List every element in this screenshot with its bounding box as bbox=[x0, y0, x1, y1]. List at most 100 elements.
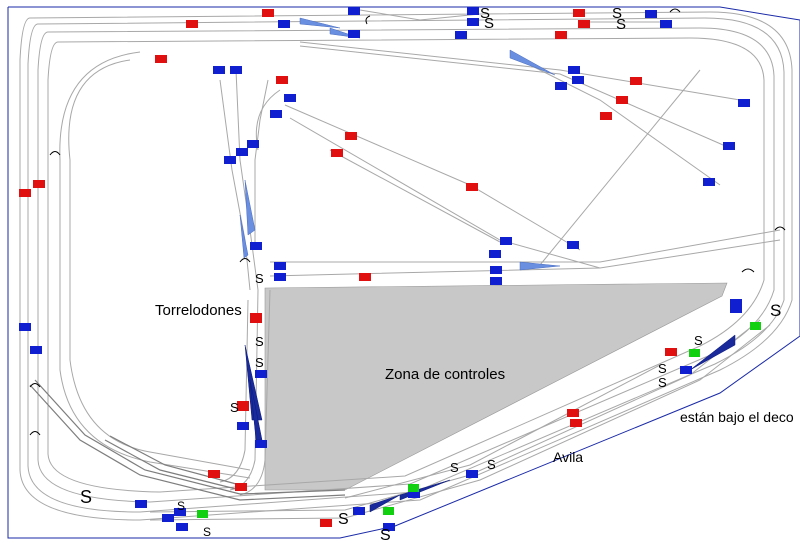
block-red bbox=[555, 31, 567, 39]
block-blue bbox=[224, 156, 236, 164]
control-zone-label: Zona de controles bbox=[385, 366, 506, 383]
block-red bbox=[276, 76, 288, 84]
signal-letter: S bbox=[694, 333, 703, 348]
block-blue bbox=[660, 20, 672, 28]
block-red bbox=[235, 483, 247, 491]
block-blue bbox=[408, 490, 420, 498]
block-blue bbox=[555, 82, 567, 90]
block-blue bbox=[278, 20, 290, 28]
block-blue bbox=[274, 262, 286, 270]
block-blue bbox=[247, 140, 259, 148]
signal-letter: S bbox=[380, 527, 391, 544]
signal-letter: S bbox=[450, 460, 459, 475]
block-blue bbox=[572, 76, 584, 84]
block-blue bbox=[135, 500, 147, 508]
block-blue bbox=[738, 99, 750, 107]
block-blue bbox=[730, 299, 742, 313]
block-red bbox=[19, 189, 31, 197]
track-sidings bbox=[219, 9, 781, 291]
turnouts-light bbox=[239, 17, 561, 271]
block-blue bbox=[455, 31, 467, 39]
signal-letter: S bbox=[203, 525, 211, 539]
signal-letter: S bbox=[177, 499, 185, 513]
block-blue bbox=[230, 66, 242, 74]
block-red bbox=[33, 180, 45, 188]
block-red bbox=[567, 409, 579, 417]
station-label-torrelodones: Torrelodones bbox=[155, 302, 242, 319]
block-red bbox=[262, 9, 274, 17]
block-blue bbox=[467, 7, 479, 15]
signal-letter: S bbox=[255, 355, 264, 370]
block-red bbox=[345, 132, 357, 140]
track-stops bbox=[29, 8, 786, 436]
signal-letter: S bbox=[612, 5, 622, 22]
block-red bbox=[359, 273, 371, 281]
block-red bbox=[320, 519, 332, 527]
block-red bbox=[665, 348, 677, 356]
viaduct-double-track bbox=[29, 379, 346, 501]
block-detectors bbox=[19, 7, 761, 531]
block-blue bbox=[489, 250, 501, 258]
signal-letter: S bbox=[80, 487, 92, 507]
signal-letter: S bbox=[255, 271, 264, 286]
block-red bbox=[155, 55, 167, 63]
signal-letter: S bbox=[616, 16, 626, 33]
block-green bbox=[197, 510, 208, 518]
signal-letter: S bbox=[230, 400, 239, 415]
signal-letter: S bbox=[658, 361, 667, 376]
block-blue bbox=[568, 66, 580, 74]
block-blue bbox=[255, 370, 267, 378]
block-blue bbox=[284, 94, 296, 102]
block-blue bbox=[270, 110, 282, 118]
signal-letter: S bbox=[658, 375, 667, 390]
block-red bbox=[570, 419, 582, 427]
signal-letter: S bbox=[484, 15, 494, 32]
block-blue bbox=[250, 242, 262, 250]
block-red bbox=[616, 96, 628, 104]
block-red bbox=[250, 313, 262, 323]
signal-letter: S bbox=[255, 334, 264, 349]
block-blue bbox=[567, 241, 579, 249]
block-blue bbox=[174, 508, 186, 516]
block-red bbox=[630, 77, 642, 85]
block-green bbox=[689, 349, 700, 357]
block-red bbox=[466, 183, 478, 191]
block-blue bbox=[213, 66, 225, 74]
signal-letter: S bbox=[480, 5, 490, 22]
block-red bbox=[186, 20, 198, 28]
block-green bbox=[750, 322, 761, 330]
block-green bbox=[383, 507, 394, 515]
station-label-avila: Avila bbox=[553, 449, 584, 465]
block-blue bbox=[30, 346, 42, 354]
block-blue bbox=[19, 323, 31, 331]
signal-letter: S bbox=[338, 511, 349, 528]
block-blue bbox=[237, 422, 249, 430]
note-label: están bajo el deco bbox=[680, 409, 794, 425]
block-blue bbox=[236, 148, 248, 156]
block-blue bbox=[466, 470, 478, 478]
block-blue bbox=[255, 440, 267, 448]
block-blue bbox=[274, 273, 286, 281]
block-blue bbox=[645, 10, 657, 18]
block-red bbox=[331, 149, 343, 157]
block-blue bbox=[383, 523, 395, 531]
block-blue bbox=[680, 366, 692, 374]
table-boundary bbox=[7, 6, 800, 539]
block-blue bbox=[353, 507, 365, 515]
block-blue bbox=[467, 18, 479, 26]
block-blue bbox=[703, 178, 715, 186]
block-blue bbox=[348, 7, 360, 15]
block-blue bbox=[162, 514, 174, 522]
block-blue bbox=[490, 266, 502, 274]
block-blue bbox=[500, 237, 512, 245]
block-blue bbox=[490, 277, 502, 285]
signal-letter: S bbox=[487, 457, 496, 472]
signal-letter: S bbox=[770, 301, 781, 320]
block-red bbox=[573, 9, 585, 17]
block-red bbox=[237, 401, 249, 411]
block-blue bbox=[723, 142, 735, 150]
block-red bbox=[208, 470, 220, 478]
